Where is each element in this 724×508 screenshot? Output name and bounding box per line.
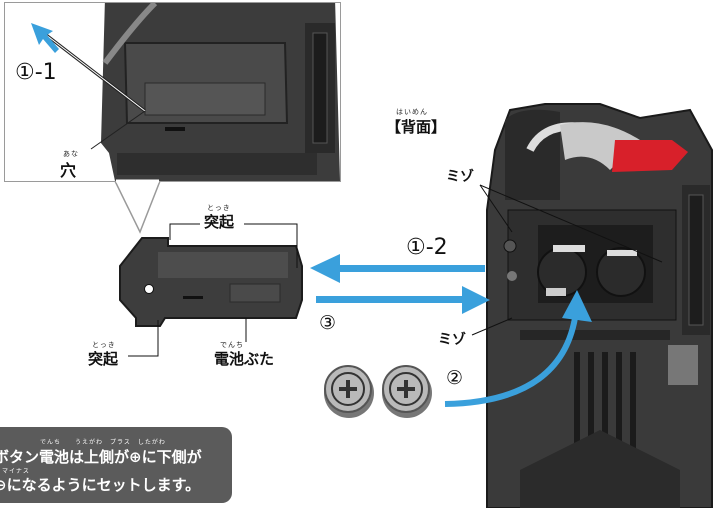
- protrusion-bottom-ruby: とっき: [92, 341, 116, 349]
- closeup-device-illustration: [40, 3, 340, 181]
- groove-label-bottom: ミゾ: [438, 332, 466, 348]
- step-2-label: ②: [446, 367, 464, 389]
- step-3-label: ③: [319, 312, 337, 334]
- hole-label: 穴: [60, 161, 77, 180]
- arrow-2: [444, 290, 592, 407]
- note-ruby-1: でんち うえがわ プラス したがわ: [40, 439, 166, 446]
- back-ruby: はいめん: [396, 108, 428, 116]
- arrow-3: [316, 286, 490, 314]
- arrow-1-2: [310, 254, 485, 283]
- device-back-shape: [486, 103, 713, 508]
- battery-cover-label: 電池ぶた: [214, 350, 275, 368]
- battery-cover-ruby: でんち: [220, 341, 244, 349]
- step-1-1-label: ①-1: [15, 60, 57, 85]
- protrusion-bottom-label: 突起: [88, 350, 119, 368]
- protrusion-top-ruby: とっき: [207, 204, 231, 212]
- battery-right: [382, 365, 432, 418]
- protrusion-top-label: 突起: [204, 213, 235, 231]
- groove-label-top: ミゾ: [446, 169, 474, 185]
- note-line-2: ⊖になるようにセットします。: [0, 476, 201, 494]
- battery-left: [324, 365, 374, 418]
- note-ruby-2: マイナス: [2, 468, 30, 475]
- step-1-2-label: ①-2: [406, 235, 448, 260]
- closeup-inset: ①-1 あな 穴: [4, 2, 341, 182]
- hole-ruby: あな: [63, 150, 79, 158]
- note-line-1: ボタン電池は上側が⊕に下側が: [0, 448, 202, 466]
- instruction-note: でんち うえがわ プラス したがわ ボタン電池は上側が⊕に下側が マイナス ⊖に…: [0, 427, 232, 503]
- insert-arrow-icon: [31, 23, 59, 53]
- back-label: 【背面】: [386, 118, 447, 136]
- battery-cover-shape: [119, 237, 303, 327]
